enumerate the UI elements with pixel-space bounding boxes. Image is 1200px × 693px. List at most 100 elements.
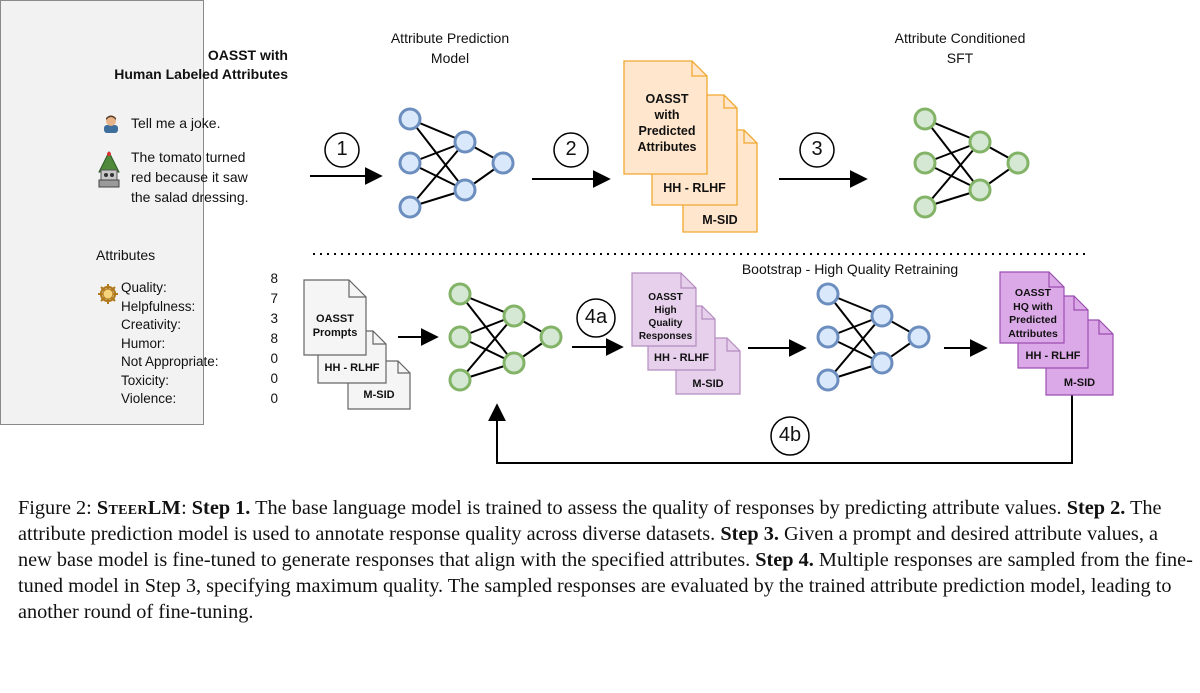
doc-predicted-back: M-SID [702, 213, 738, 227]
step-2-label: 2 [565, 138, 577, 160]
arrow-step4b-feedback-loop [488, 395, 1073, 464]
doc-hq-front-line2: High [654, 305, 677, 316]
network-bootstrap-base-model [448, 282, 563, 392]
attribute-value-not-appropriate: 0 [270, 351, 278, 366]
attribute-value-violence: 0 [270, 391, 278, 406]
doc-predicted-front-line4: Attributes [637, 140, 697, 154]
assistant-line-3: the salad dressing. [131, 189, 249, 205]
doc-stack-high-quality-responses [631, 272, 741, 395]
caption-step4-label: Step 4. [755, 549, 814, 571]
assistant-robot-icon [98, 150, 120, 188]
network-edge [924, 141, 981, 208]
human-labeled-attributes-panel [0, 0, 204, 425]
network-node [398, 107, 422, 131]
network-node [491, 151, 515, 175]
doc-hq-front-title: OASST High Quality Responses [632, 291, 699, 343]
doc-hq-front-line3: Quality [648, 318, 683, 329]
network-node [448, 368, 472, 392]
doc-prompts-front-line1: OASST [316, 313, 354, 325]
attribute-label-humor: Humor: [121, 335, 166, 351]
attribute-value-humor: 8 [270, 331, 278, 346]
network-node [502, 351, 526, 375]
network-node [539, 325, 563, 349]
attribute-label-quality: Quality: [121, 280, 167, 295]
doc-prompts-front-line2: Prompts [312, 327, 358, 339]
attribute-label-not-appropriate: Not Appropriate: [121, 354, 219, 369]
doc-stack-predicted-attributes [623, 60, 758, 233]
attribute-prediction-title-line1: Attribute Prediction [390, 30, 510, 46]
step-3-label: 3 [811, 138, 823, 160]
network-node [913, 151, 937, 175]
gear-wheel-icon [98, 284, 118, 304]
network-node [968, 130, 992, 154]
attribute-prediction-title-line2: Model [430, 50, 470, 66]
doc-hq-pred-middle: HH - RLHF [1025, 350, 1081, 362]
attributes-heading: Attributes [96, 247, 156, 263]
attribute-label-helpfulness: Helpfulness: [121, 298, 196, 314]
network-edge [827, 315, 883, 381]
network-node [398, 151, 422, 175]
network-edge [459, 293, 515, 364]
attribute-value-toxicity: 0 [270, 371, 278, 386]
caption-step1-label: Step 1. [191, 497, 251, 519]
network-edge [409, 141, 466, 208]
caption-step3-text: Given a prompt and desired attribute val… [18, 523, 1158, 571]
attribute-conditioned-sft-title-line1: Attribute Conditioned [894, 30, 1026, 46]
network-node [398, 195, 422, 219]
doc-hq-back: M-SID [692, 378, 724, 390]
doc-predicted-front-line1: OASST [645, 92, 689, 106]
doc-stack-prompts [303, 279, 411, 410]
network-attribute-prediction-model [398, 107, 515, 219]
network-node [913, 195, 937, 219]
attribute-value-helpfulness: 7 [270, 291, 278, 306]
network-node [907, 325, 931, 349]
network-node [870, 304, 894, 328]
doc-hq-front-line4: Responses [638, 331, 693, 342]
attribute-label-violence: Violence: [121, 391, 177, 406]
doc-hq-pred-front-line2: HQ with [1013, 300, 1053, 313]
network-edge [409, 118, 466, 191]
network-node [968, 178, 992, 202]
doc-hq-middle: HH - RLHF [654, 352, 709, 364]
network-node [448, 282, 472, 306]
doc-prompts-front-title: OASST Prompts [304, 312, 366, 340]
doc-hq-pred-back: M-SID [1063, 377, 1096, 389]
network-edge [827, 293, 883, 364]
network-node [816, 325, 840, 349]
doc-predicted-front-line3: Predicted [638, 124, 696, 138]
step-4a-circle [576, 298, 616, 338]
figure-caption: Figure 2: SteerLM: Step 1. The base lang… [18, 495, 1193, 625]
bootstrap-title: Bootstrap - High Quality Retraining [741, 261, 959, 277]
network-node [870, 351, 894, 375]
network-edge [924, 118, 981, 191]
step-3-circle [799, 132, 835, 168]
caption-separator: : [181, 497, 192, 519]
caption-step4-text: Multiple responses are sampled from the … [18, 549, 1193, 623]
attribute-value-creativity: 3 [270, 311, 278, 326]
network-node [448, 325, 472, 349]
caption-step2-label: Step 2. [1066, 497, 1126, 519]
attribute-value-quality: 8 [270, 271, 278, 286]
attribute-label-toxicity: Toxicity: [121, 372, 170, 388]
step-4b-circle [770, 416, 810, 456]
doc-prompts-middle: HH - RLHF [324, 362, 380, 374]
user-avatar-icon [104, 115, 118, 133]
step-4a-label: 4a [584, 306, 608, 328]
network-node [913, 107, 937, 131]
doc-hq-pred-front-line1: OASST [1014, 287, 1052, 299]
network-node [453, 130, 477, 154]
assistant-line-2: red because it saw [131, 169, 248, 185]
caption-step1-text: The base language model is trained to as… [250, 497, 1067, 519]
doc-prompts-back: M-SID [363, 389, 395, 401]
doc-hq-front-line1: OASST [648, 292, 683, 303]
step-1-label: 1 [336, 138, 348, 160]
caption-step3-label: Step 3. [720, 523, 779, 545]
network-node [816, 368, 840, 392]
doc-predicted-front-title: OASST with Predicted Attributes [624, 91, 710, 155]
step-1-circle [324, 132, 360, 168]
network-node [502, 304, 526, 328]
caption-step2-text: The attribute prediction model is used t… [18, 497, 1162, 545]
step-4b-label: 4b [778, 424, 802, 446]
panel-title-line2: Human Labeled Attributes [114, 66, 288, 82]
assistant-line-1: The tomato turned [131, 149, 246, 165]
